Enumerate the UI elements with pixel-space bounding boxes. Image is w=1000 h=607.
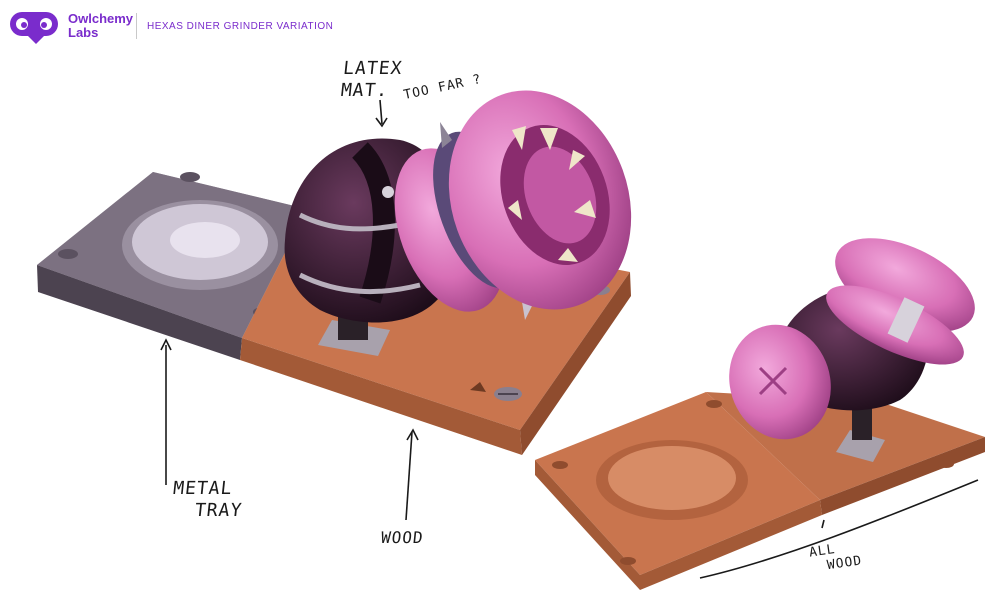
brand-header: Owlchemy Labs HEXAS DINER GRINDER VARIAT… xyxy=(8,8,333,44)
all-wood-base xyxy=(535,380,985,590)
owl-logo-icon xyxy=(10,12,58,44)
latex-mat-label: LATEX MAT. xyxy=(340,58,404,102)
brand-name-line1: Owlchemy xyxy=(68,11,134,26)
brand-name-line2: Labs xyxy=(68,25,99,40)
grinder-side-view xyxy=(729,238,975,440)
metal-tray-label: METAL TRAY xyxy=(170,478,246,522)
wood-label: WOOD xyxy=(380,528,425,547)
metal-label-line2: TRAY xyxy=(193,500,244,521)
header-divider xyxy=(136,13,137,39)
page-title: HEXAS DINER GRINDER VARIATION xyxy=(147,20,334,32)
latex-label-line2: MAT. xyxy=(339,80,390,101)
brand-name: Owlchemy Labs xyxy=(68,11,134,40)
annotation-arrows xyxy=(160,99,979,579)
metal-tray xyxy=(37,172,307,360)
metal-label-line1: METAL xyxy=(172,478,234,499)
grinder-latex-rings xyxy=(394,90,632,320)
latex-label-line1: LATEX xyxy=(342,58,404,79)
